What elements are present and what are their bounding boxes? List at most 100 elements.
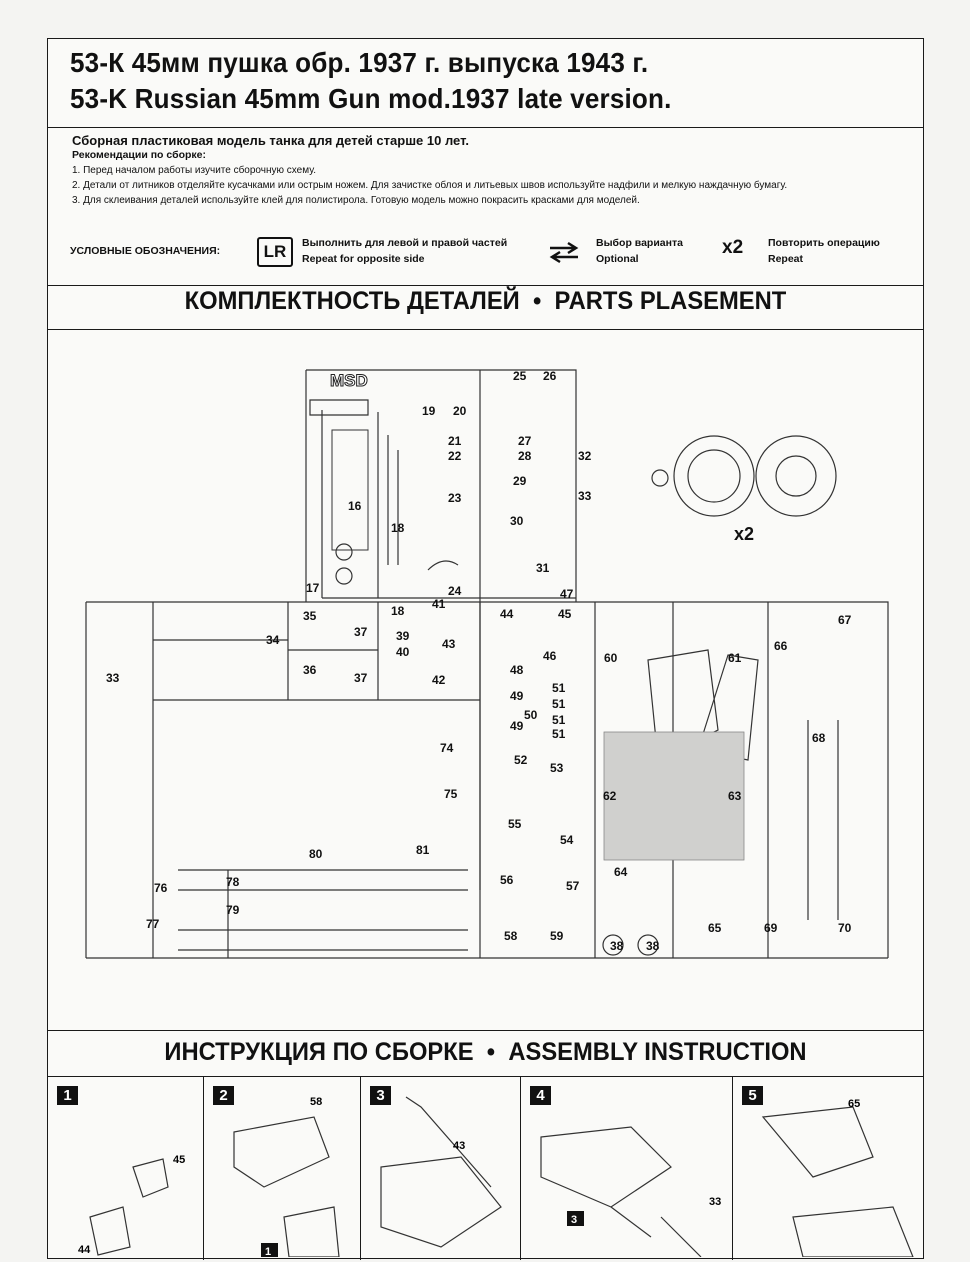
brand-logo: MSD <box>330 371 368 390</box>
step-label: 3 <box>571 1214 577 1226</box>
part-number-label: 50 <box>524 708 538 722</box>
part-number-label: 54 <box>560 833 574 847</box>
part-number-label: 40 <box>396 645 410 659</box>
step-label: 43 <box>453 1140 465 1152</box>
assembly-step-1: 1 45 44 <box>48 1077 204 1260</box>
shaded-sprue-region <box>603 731 745 861</box>
part-number-label: 18 <box>391 521 405 535</box>
part-number-label: 17 <box>306 581 320 595</box>
part-number-label: 55 <box>508 817 522 831</box>
part-number-label: 36 <box>303 663 317 677</box>
part-number-label: 63 <box>728 789 742 803</box>
part-number-label: 80 <box>309 847 323 861</box>
part-number-label: 18 <box>391 604 405 618</box>
lr-description: Выполнить для левой и правой частей Repe… <box>302 235 507 267</box>
assembly-title-en: ASSEMBLY INSTRUCTION <box>508 1038 807 1066</box>
part-number-label: 19 <box>422 404 436 418</box>
step-label: 65 <box>848 1098 860 1110</box>
repeat-text-en: Repeat <box>768 253 804 265</box>
step-1-drawing: 45 44 <box>78 1154 185 1256</box>
wheel-multiplier: x2 <box>734 524 754 544</box>
step-4-drawing: 33 3 <box>540 1126 721 1258</box>
part-number-label: 45 <box>558 607 572 621</box>
lr-symbol: LR <box>257 237 293 267</box>
part-number-label: 57 <box>566 879 580 893</box>
part-number-label: 53 <box>550 761 564 775</box>
part-number-label: 20 <box>453 404 467 418</box>
optional-text-ru: Выбор варианта <box>596 237 683 249</box>
part-number-label: 46 <box>543 649 557 663</box>
title-russian: 53-К 45мм пушка обр. 1937 г. выпуска 194… <box>70 47 649 78</box>
repeat-symbol: x2 <box>722 237 744 258</box>
part-number-label: 74 <box>440 741 454 755</box>
instruction-sheet: 53-К 45мм пушка обр. 1937 г. выпуска 194… <box>47 38 925 1260</box>
step-number: 4 <box>530 1086 551 1105</box>
part-number-label: 22 <box>448 449 462 463</box>
part-number-label: 77 <box>146 917 160 931</box>
part-number-label: 43 <box>442 637 456 651</box>
assembly-step-5: 5 65 <box>733 1077 925 1260</box>
part-number-label: 32 <box>578 449 592 463</box>
rec-item: 3. Для склеивания деталей используйте кл… <box>72 195 640 206</box>
repeat-description: Повторить операцию Repeat <box>768 235 880 267</box>
part-number-label: 35 <box>303 609 317 623</box>
parts-section-title: КОМПЛЕКТНОСТЬ ДЕТАЛЕЙ • PARTS PLASEMENT <box>70 287 901 316</box>
parts-title-ru: КОМПЛЕКТНОСТЬ ДЕТАЛЕЙ <box>184 287 520 315</box>
part-number-label: 60 <box>604 651 618 665</box>
part-number-label: 37 <box>354 625 368 639</box>
part-number-label: 78 <box>226 875 240 889</box>
part-number-label: 51 <box>552 681 566 695</box>
part-number-label: 27 <box>518 434 532 448</box>
repeat-text-ru: Повторить операцию <box>768 237 880 249</box>
assembly-step-4: 4 33 3 <box>521 1077 733 1260</box>
part-number-label: 49 <box>510 719 524 733</box>
assembly-header: ИНСТРУКЦИЯ ПО СБОРКЕ • ASSEMBLY INSTRUCT… <box>48 1030 923 1077</box>
part-number-label: 51 <box>552 727 566 741</box>
title-english: 53-K Russian 45mm Gun mod.1937 late vers… <box>70 83 672 114</box>
part-number-label: 65 <box>708 921 722 935</box>
part-number-label: 39 <box>396 629 410 643</box>
step-number: 2 <box>213 1086 234 1105</box>
part-number-label: 62 <box>603 789 617 803</box>
assembly-title-ru: ИНСТРУКЦИЯ ПО СБОРКЕ <box>164 1038 474 1066</box>
part-number-label: 76 <box>154 881 168 895</box>
part-number-label: 59 <box>550 929 564 943</box>
part-number-label: 16 <box>348 499 362 513</box>
legend-label: УСЛОВНЫЕ ОБОЗНАЧЕНИЯ: <box>70 245 221 257</box>
part-number-label: 41 <box>432 597 446 611</box>
part-number-label: 56 <box>500 873 514 887</box>
rec-subheading: Рекомендации по сборке: <box>72 149 206 161</box>
assembly-step-3: 3 43 <box>361 1077 521 1260</box>
part-number-label: 48 <box>510 663 524 677</box>
title-bullet: • <box>486 1038 496 1066</box>
part-number-label: 23 <box>448 491 462 505</box>
part-number-label: 44 <box>500 607 514 621</box>
step-label: 58 <box>310 1096 322 1108</box>
step-number: 5 <box>742 1086 763 1105</box>
part-number-label: 29 <box>513 474 527 488</box>
part-number-label: 67 <box>838 613 852 627</box>
part-number-label: 61 <box>728 651 742 665</box>
part-number-label: 69 <box>764 921 778 935</box>
assembly-step-2: 2 58 1 <box>204 1077 361 1260</box>
step-number: 3 <box>370 1086 391 1105</box>
part-number-label: 52 <box>514 753 528 767</box>
parts-title-en: PARTS PLASEMENT <box>554 287 787 315</box>
rec-heading: Сборная пластиковая модель танка для дет… <box>72 133 469 148</box>
part-number-label: 28 <box>518 449 532 463</box>
part-number-label: 38 <box>646 939 660 953</box>
step-label: 44 <box>78 1244 91 1256</box>
part-number-label: 21 <box>448 434 462 448</box>
part-number-label: 64 <box>614 865 628 879</box>
title-bullet: • <box>532 287 542 315</box>
step-number: 1 <box>57 1086 78 1105</box>
part-number-label: 51 <box>552 697 566 711</box>
part-number-label: 58 <box>504 929 518 943</box>
part-number-label: 49 <box>510 689 524 703</box>
part-number-label: 70 <box>838 921 852 935</box>
part-number-label: 24 <box>448 584 462 598</box>
rec-item: 1. Перед началом работы изучите сборочну… <box>72 165 316 176</box>
part-number-label: 26 <box>543 369 557 383</box>
